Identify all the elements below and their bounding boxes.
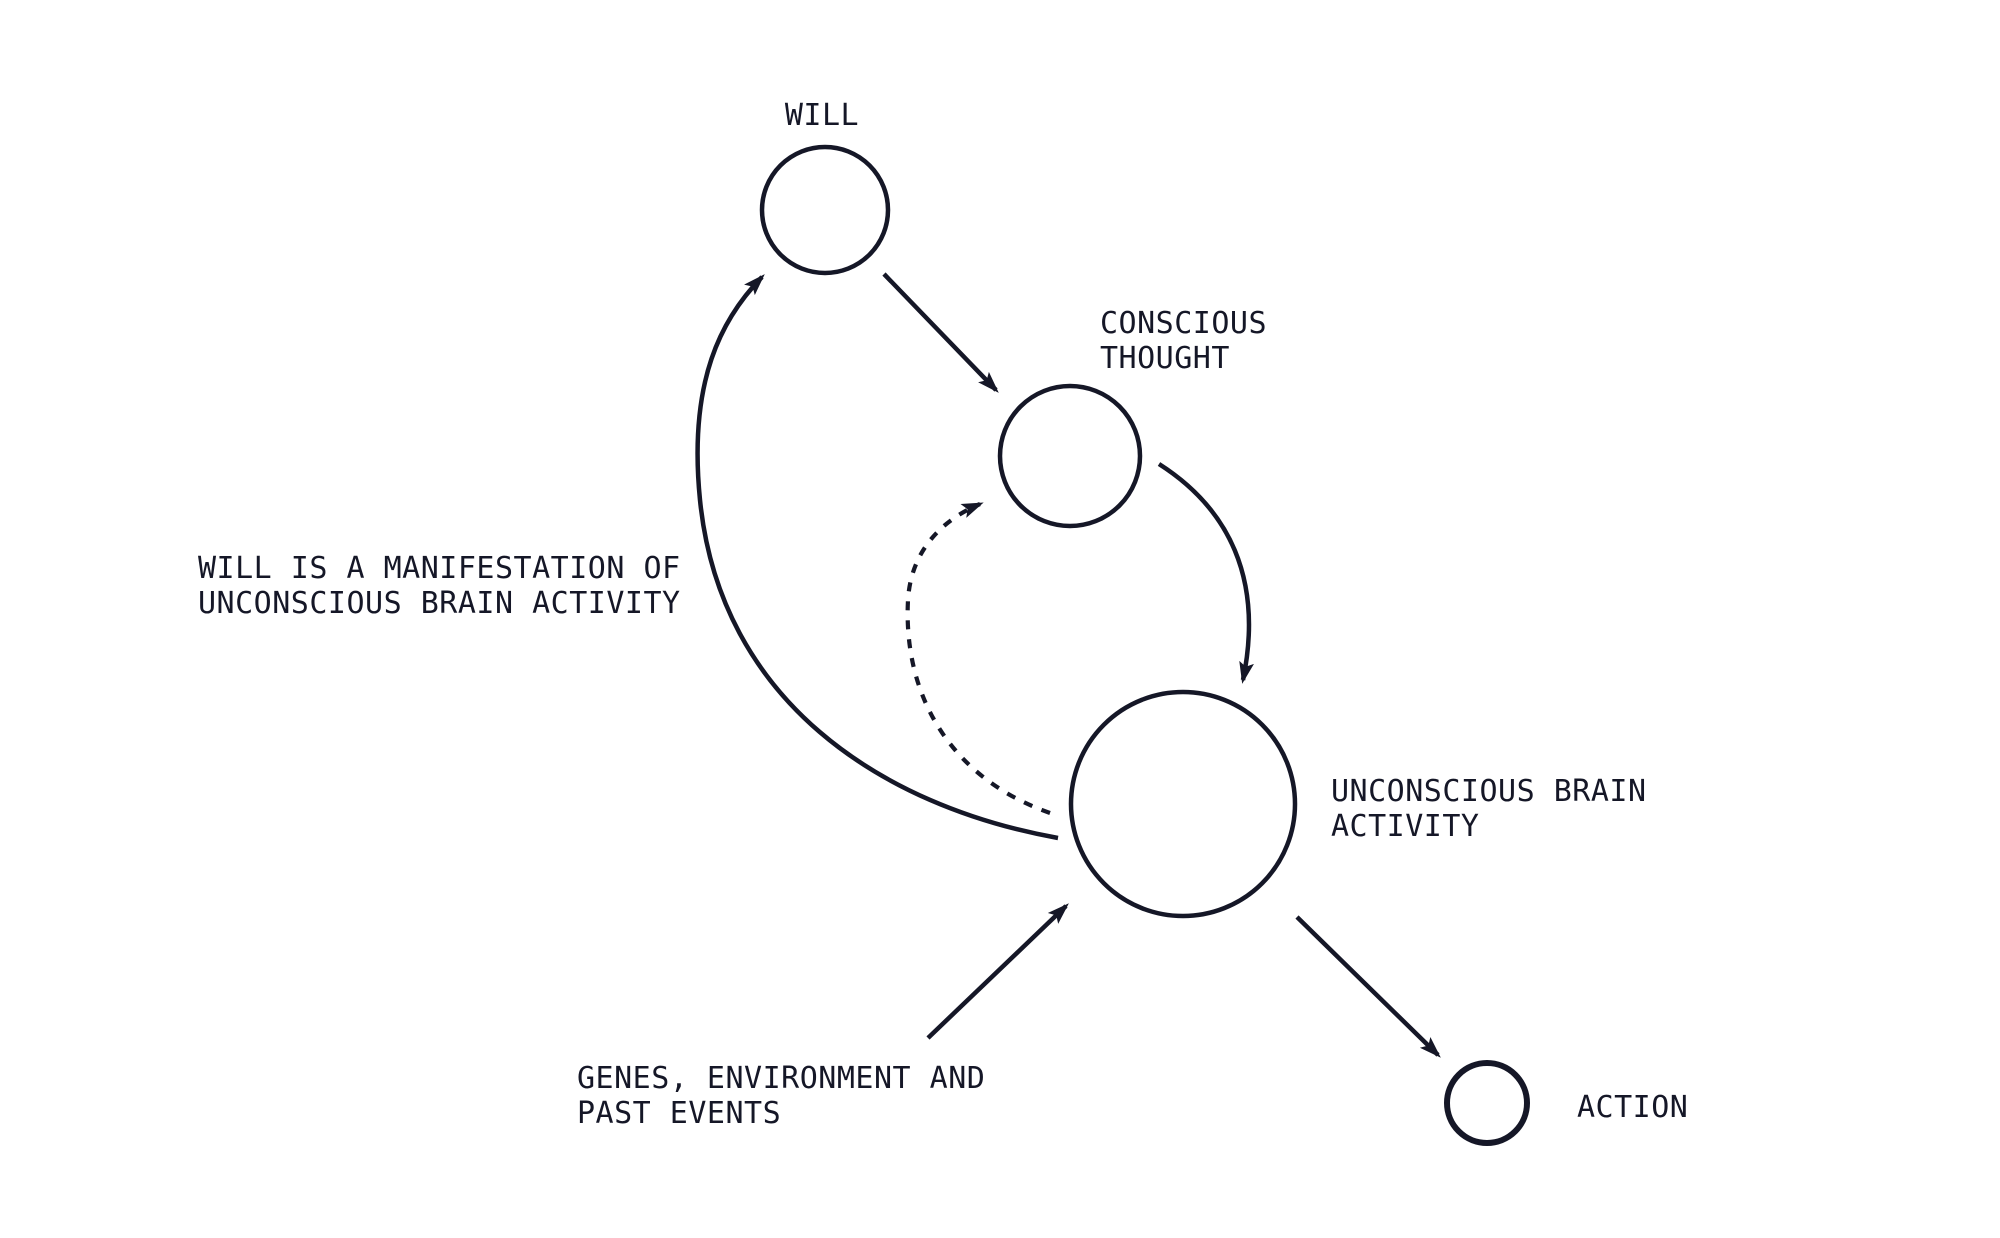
will-node-label: WILL bbox=[785, 98, 859, 133]
edge-unconscious-to-conscious-dashed bbox=[905, 502, 1051, 815]
will-node-circle bbox=[759, 144, 891, 276]
conscious-thought-label-line2: THOUGHT bbox=[1100, 341, 1230, 376]
conscious-thought-label-line1: CONSCIOUS bbox=[1100, 306, 1267, 341]
left-note-line1: WILL IS A MANIFESTATION OF bbox=[198, 551, 681, 586]
edge-unconscious-to-action bbox=[1295, 915, 1441, 1058]
unconscious-brain-activity-node-circle bbox=[1068, 689, 1298, 919]
conscious-thought-node-circle bbox=[997, 383, 1143, 529]
edge-unconscious-to-will bbox=[695, 274, 1059, 841]
edge-genes-to-unconscious bbox=[926, 903, 1069, 1040]
left-note-line2: UNCONSCIOUS BRAIN ACTIVITY bbox=[198, 586, 681, 621]
edge-will-to-conscious-thought bbox=[882, 272, 999, 393]
bottom-note-line1: GENES, ENVIRONMENT AND bbox=[577, 1061, 985, 1096]
action-node-circle bbox=[1444, 1060, 1530, 1146]
unconscious-label-line2: ACTIVITY bbox=[1331, 809, 1480, 844]
edge-conscious-thought-to-unconscious bbox=[1157, 462, 1254, 684]
action-node-label: ACTION bbox=[1577, 1090, 1688, 1125]
bottom-note-line2: PAST EVENTS bbox=[577, 1096, 781, 1131]
unconscious-label-line1: UNCONSCIOUS BRAIN bbox=[1331, 774, 1647, 809]
